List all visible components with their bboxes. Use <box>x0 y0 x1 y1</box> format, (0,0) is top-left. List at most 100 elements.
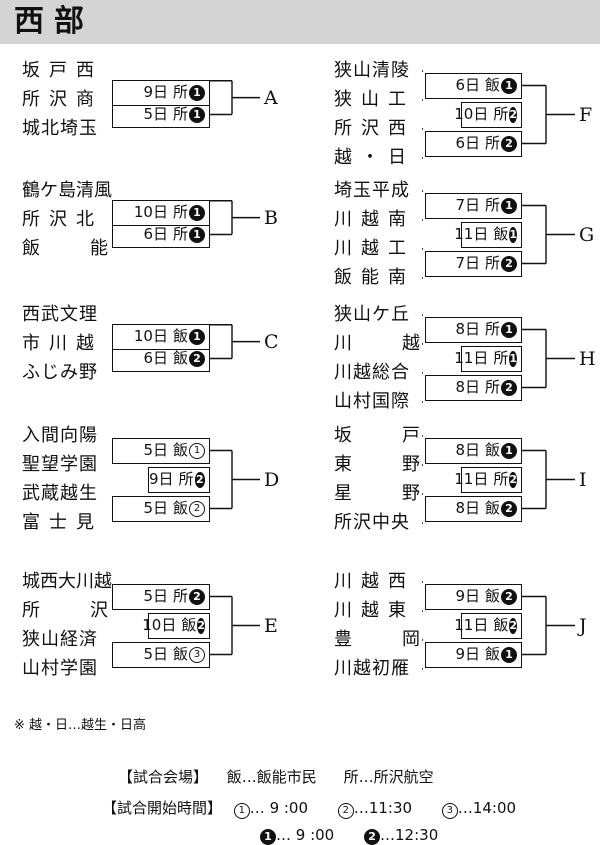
match-venue: 飯 <box>484 645 500 663</box>
match-date: 11日 <box>454 349 489 367</box>
team-name: 富士見 <box>22 512 103 533</box>
team-name: 星野 <box>334 483 420 504</box>
abbreviation-note: ※ 越・日…越生・日高 <box>14 718 147 733</box>
match-venue: 飯 <box>484 76 500 94</box>
team-name: 川越 <box>334 333 420 354</box>
team-name: 山村国際 <box>334 391 410 412</box>
filled-1-icon: 1 <box>260 829 276 845</box>
filled-number-icon: 2 <box>501 135 517 152</box>
match-venue: 所 <box>172 83 188 102</box>
match-venue: 飯 <box>493 616 509 634</box>
team-name: 所沢北 <box>22 209 103 230</box>
block-label: D <box>264 468 280 491</box>
team-name: 坂戸 <box>334 425 420 446</box>
filled-number-icon: 1 <box>501 77 517 94</box>
filled-number-icon: 1 <box>189 84 205 101</box>
block-label: C <box>264 330 279 353</box>
filled-number-icon: 2 <box>501 500 517 517</box>
match-venue: 所 <box>484 134 500 152</box>
filled-number-icon: 2 <box>501 379 517 396</box>
circled-number-icon: 1 <box>189 442 205 459</box>
match-venue: 所 <box>484 196 500 214</box>
filled-2-icon: 2 <box>364 829 381 845</box>
filled-number-icon: 1 <box>509 226 517 243</box>
match-venue: 所 <box>172 105 188 123</box>
team-name: 川越工 <box>334 238 415 259</box>
match-date: 11日 <box>454 225 489 243</box>
match-date: 10日 <box>133 327 168 346</box>
time-open-1: 1… 9 :00 <box>233 799 308 819</box>
match-date: 10日 <box>133 203 168 222</box>
match-date: 8日 <box>455 378 480 396</box>
team-name: 坂戸西 <box>22 60 103 81</box>
match-venue: 飯 <box>172 327 188 346</box>
match-venue: 所 <box>484 254 500 272</box>
team-name: 西武文理 <box>22 304 98 325</box>
match-venue: 飯 <box>172 441 188 459</box>
filled-number-icon: 1 <box>509 350 517 367</box>
block-label: I <box>579 468 587 491</box>
circled-1-icon: 1 <box>233 803 250 819</box>
match-date: 5日 <box>143 645 168 663</box>
match-date: 6日 <box>143 349 168 367</box>
match-date: 6日 <box>455 134 480 152</box>
time-open-3-text: …14:00 <box>457 799 517 817</box>
team-name: 東野 <box>334 454 420 475</box>
team-name: 狭山工 <box>334 89 415 110</box>
filled-number-icon: 1 <box>501 646 517 663</box>
filled-number-icon: 2 <box>501 255 517 272</box>
team-name: 所沢商 <box>22 89 103 110</box>
venue-legend: 【試合会場】 飯…飯能市民 所…所沢航空 <box>118 766 434 787</box>
block-label: A <box>264 86 278 109</box>
time-open-3: 3…14:00 <box>441 799 517 819</box>
filled-number-icon: 1 <box>189 226 205 243</box>
time-open-2: 2…11:30 <box>337 799 412 819</box>
filled-number-icon: 1 <box>501 442 517 459</box>
filled-number-icon: 1 <box>501 321 517 338</box>
match-venue: 所 <box>493 349 509 367</box>
match-venue: 所 <box>172 225 188 243</box>
team-name: ふじみ野 <box>22 362 98 383</box>
match-venue: 所 <box>172 203 188 222</box>
match-date: 7日 <box>455 196 480 214</box>
match-venue: 飯 <box>493 225 509 243</box>
team-name: 所沢西 <box>334 118 415 139</box>
team-name: 武蔵越生 <box>22 483 98 504</box>
match-date: 9日 <box>455 645 480 663</box>
team-name: 川越西 <box>334 571 415 592</box>
team-name: 狭山経済 <box>22 629 98 650</box>
team-name: 狭山清陵 <box>334 60 410 81</box>
team-name: 狭山ケ丘 <box>334 304 410 325</box>
time-solid-2-text: …12:30 <box>380 826 439 844</box>
match-date: 5日 <box>143 587 168 605</box>
match-venue: 飯 <box>484 587 500 605</box>
match-venue: 所 <box>493 470 509 488</box>
circled-number-icon: 2 <box>189 500 205 517</box>
match-date: 5日 <box>143 499 168 517</box>
team-name: 豊岡 <box>334 629 420 650</box>
circled-number-icon: 3 <box>189 646 205 663</box>
match-date: 9日 <box>143 83 168 102</box>
team-name: 川越初雁 <box>334 658 410 679</box>
filled-number-icon: 1 <box>189 328 205 345</box>
team-name: 埼玉平成 <box>334 180 410 201</box>
team-name: 聖望学園 <box>22 454 98 475</box>
venue-hanno: 飯…飯能市民 <box>226 768 317 786</box>
match-date: 11日 <box>454 470 489 488</box>
match-venue: 飯 <box>172 645 188 663</box>
team-name: 川越南 <box>334 209 415 230</box>
